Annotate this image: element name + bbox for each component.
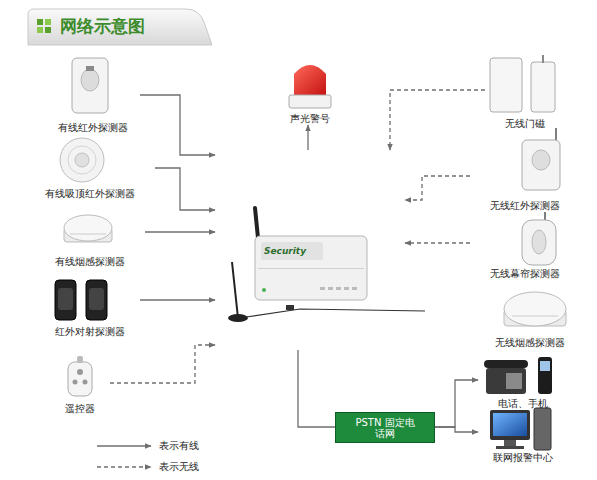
wired-link (298, 350, 335, 427)
wireless-pir-image (522, 128, 560, 190)
device-node: 声光警号 (280, 55, 340, 125)
device-node: 红外对射探测器 (40, 278, 140, 338)
legend-text: 表示无线 (159, 461, 199, 473)
wired-link (140, 95, 215, 155)
wireless-link (110, 345, 215, 383)
device-node: 有线吸顶红外探测器 (25, 138, 155, 200)
wired-link (145, 231, 215, 232)
legend-line-sample (95, 462, 153, 472)
device-label: 电话、手机 (498, 398, 548, 410)
device-node: 联网报警中心 (478, 406, 568, 464)
device-node: 有线红外探测器 (45, 55, 140, 134)
device-label: 无线门磁 (505, 118, 545, 130)
legend-text: 表示有线 (159, 440, 199, 452)
legend-arrow (97, 445, 151, 446)
device-label: 无线幕帘探测器 (490, 268, 560, 280)
device-node: 遥控器 (50, 356, 110, 415)
device-node: 无线红外探测器 (470, 130, 580, 212)
wired-link (307, 125, 308, 150)
device-node: 有线烟感探测器 (35, 210, 145, 268)
phone-image (484, 357, 552, 394)
remote-image (68, 356, 92, 396)
door-contact-image (490, 55, 555, 112)
wireless-link (390, 90, 485, 150)
title-banner (28, 9, 212, 45)
legend-line-sample (95, 441, 153, 451)
device-label: 有线吸顶红外探测器 (45, 188, 135, 200)
device-label: 无线红外探测器 (490, 200, 560, 212)
device-label: 声光警号 (290, 113, 330, 125)
alarm-host-image (228, 208, 425, 322)
device-label: 有线红外探测器 (58, 122, 128, 134)
computer-image (490, 408, 551, 450)
device-label: 联网报警中心 (493, 452, 553, 464)
device-label: 有线烟感探测器 (55, 256, 125, 268)
device-brand: Security (264, 245, 306, 257)
device-label: 遥控器 (65, 403, 95, 415)
device-label: 无线烟感探测器 (495, 337, 565, 349)
wireless-link (405, 176, 470, 200)
device-node: 无线门磁 (485, 55, 565, 130)
device-node: 电话、手机 (478, 355, 568, 410)
device-node: 无线烟感探测器 (475, 285, 585, 349)
legend-entry: 表示无线 (95, 461, 199, 473)
network-box: PSTN 固定电话网 (335, 412, 435, 443)
device-node: 无线幕帘探测器 (470, 215, 580, 280)
alarm-host: Security (215, 150, 405, 350)
wireless-link (405, 242, 470, 243)
device-label: 红外对射探测器 (55, 326, 125, 338)
wired-smoke-image (64, 215, 112, 242)
beam-detector-image (55, 280, 107, 320)
wired-pir-image (72, 58, 108, 113)
wired-link (140, 299, 215, 300)
diagram-title: 网络示意图 (60, 15, 145, 38)
box-label: PSTN 固定电话网 (354, 417, 416, 439)
wireless-smoke-image (504, 292, 566, 326)
legend-arrow (97, 466, 151, 467)
siren-image (289, 65, 331, 108)
legend-entry: 表示有线 (95, 440, 199, 452)
wired-link (435, 427, 478, 432)
curtain-detector-image (522, 212, 556, 265)
wired-link (435, 380, 478, 427)
ceiling-pir-image (60, 138, 104, 182)
wired-link (155, 168, 215, 210)
